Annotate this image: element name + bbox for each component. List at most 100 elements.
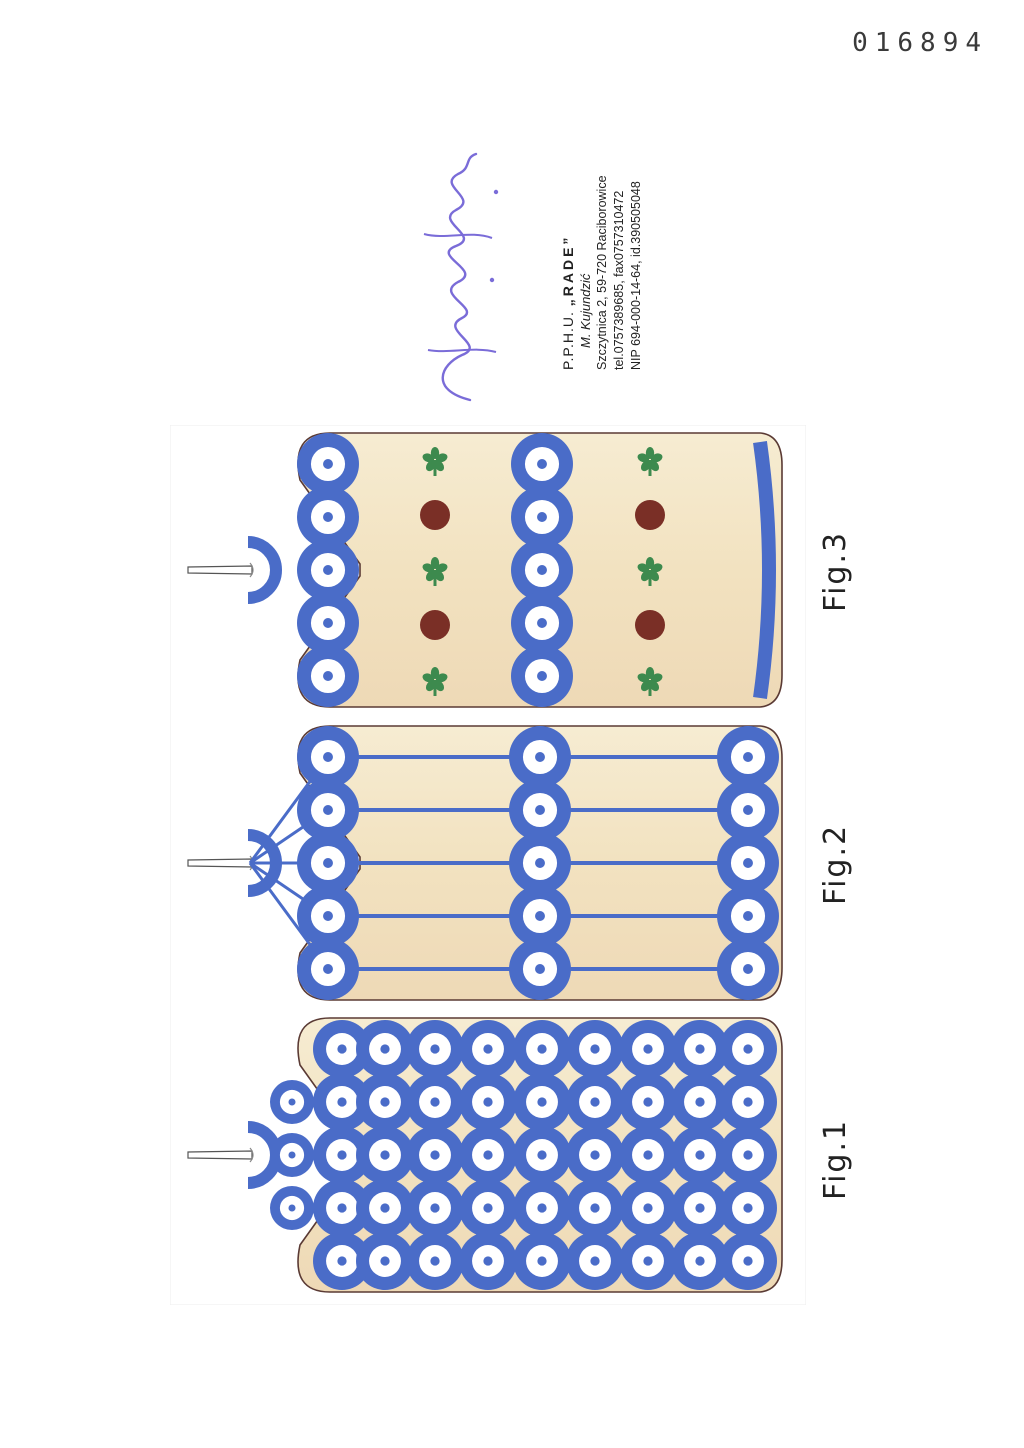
eye-pupil [380, 1097, 390, 1107]
leaf-petal [640, 460, 651, 472]
eye-pupil [537, 618, 547, 628]
company-stamp: P.P.H.U. „RADE” M. Kujundzić Szczytnica … [560, 175, 643, 370]
eye-pupil [483, 1256, 493, 1266]
leaf-petal [650, 563, 663, 573]
eye-pupil [288, 1151, 296, 1159]
eye-pupil [590, 1203, 600, 1213]
eye-pupil [323, 459, 333, 469]
eye-pupil [537, 1097, 547, 1107]
eye-pupil [323, 752, 333, 762]
leaf-petal [637, 563, 650, 573]
eye-pupil [695, 1256, 705, 1266]
eye-pupil [743, 752, 753, 762]
leaf-petal [435, 453, 448, 463]
eye-pupil [430, 1150, 440, 1160]
eye-pupil [483, 1203, 493, 1213]
leaf-stem [648, 460, 652, 476]
eye-pupil [337, 1150, 347, 1160]
wick [187, 858, 253, 868]
eye-pupil [695, 1203, 705, 1213]
leaf-petal [425, 570, 436, 582]
eye-pupil [323, 565, 333, 575]
eye-pupil [743, 964, 753, 974]
eye-pupil [323, 858, 333, 868]
leaf-petal [649, 570, 660, 582]
eye-pupil [380, 1150, 390, 1160]
eye-pupil [695, 1044, 705, 1054]
leaf-petal [649, 460, 660, 472]
eye-pupil [535, 805, 545, 815]
top-arc [247, 536, 282, 604]
eye-pupil [323, 964, 333, 974]
candle-figure-2 [187, 725, 783, 1001]
eye-pupil [695, 1097, 705, 1107]
wick-base [249, 1147, 254, 1163]
leaf-petal [649, 680, 660, 692]
eye-pupil [643, 1150, 653, 1160]
eye-pupil [380, 1044, 390, 1054]
eye-pupil [537, 1256, 547, 1266]
eye-pupil [483, 1044, 493, 1054]
eye-pupil [643, 1097, 653, 1107]
figure-label-3: Fig.3 [818, 530, 853, 612]
eye-pupil [380, 1203, 390, 1213]
leaf-petal [434, 460, 445, 472]
eye-pupil [537, 1150, 547, 1160]
leaf-petal [435, 673, 448, 683]
candle-figure-3 [187, 432, 783, 708]
eye-pupil [323, 671, 333, 681]
eye-pupil [380, 1256, 390, 1266]
eye-pupil [430, 1203, 440, 1213]
eye-pupil [743, 858, 753, 868]
figure-label-1: Fig.1 [818, 1118, 853, 1200]
eye-pupil [695, 1150, 705, 1160]
eye-pupil [643, 1256, 653, 1266]
eye-pupil [537, 565, 547, 575]
eye-pupil [590, 1044, 600, 1054]
eye-pupil [743, 805, 753, 815]
candle-figure-1 [187, 1017, 783, 1293]
eye-pupil [743, 1256, 753, 1266]
eye-pupil [337, 1044, 347, 1054]
leaf-stem [433, 460, 437, 476]
leaf-petal [435, 563, 448, 573]
brown-dot [420, 610, 450, 640]
leaf-petal [637, 673, 650, 683]
wick [187, 565, 253, 575]
bottom-band [753, 441, 776, 699]
leaf-petal [637, 453, 650, 463]
eye-pupil [590, 1150, 600, 1160]
eye-pupil [323, 805, 333, 815]
eye-pupil [483, 1097, 493, 1107]
eye-pupil [643, 1044, 653, 1054]
leaf-petal [422, 563, 435, 573]
eye-pupil [323, 911, 333, 921]
eye-pupil [430, 1097, 440, 1107]
wick-base [249, 562, 254, 578]
eye-pupil [535, 858, 545, 868]
leaf-petal [640, 680, 651, 692]
eye-pupil [337, 1256, 347, 1266]
eye-pupil [323, 618, 333, 628]
handwritten-signature [423, 152, 499, 402]
leaf-petal [650, 673, 663, 683]
eye-pupil [743, 1097, 753, 1107]
leaf-stem [648, 570, 652, 586]
leaf-stem [433, 570, 437, 586]
leaf-petal [434, 680, 445, 692]
leaf-petal [650, 453, 663, 463]
leaf-petal [425, 680, 436, 692]
eye-pupil [535, 964, 545, 974]
eye-pupil [743, 1203, 753, 1213]
eye-pupil [643, 1203, 653, 1213]
wick [187, 1150, 253, 1160]
leaf-petal [425, 460, 436, 472]
eye-pupil [590, 1097, 600, 1107]
eye-pupil [537, 1044, 547, 1054]
eye-pupil [590, 1256, 600, 1266]
leaf-petal [422, 673, 435, 683]
leaf-petal [422, 453, 435, 463]
eye-pupil [483, 1150, 493, 1160]
leaf-stem [648, 680, 652, 696]
eye-pupil [537, 459, 547, 469]
